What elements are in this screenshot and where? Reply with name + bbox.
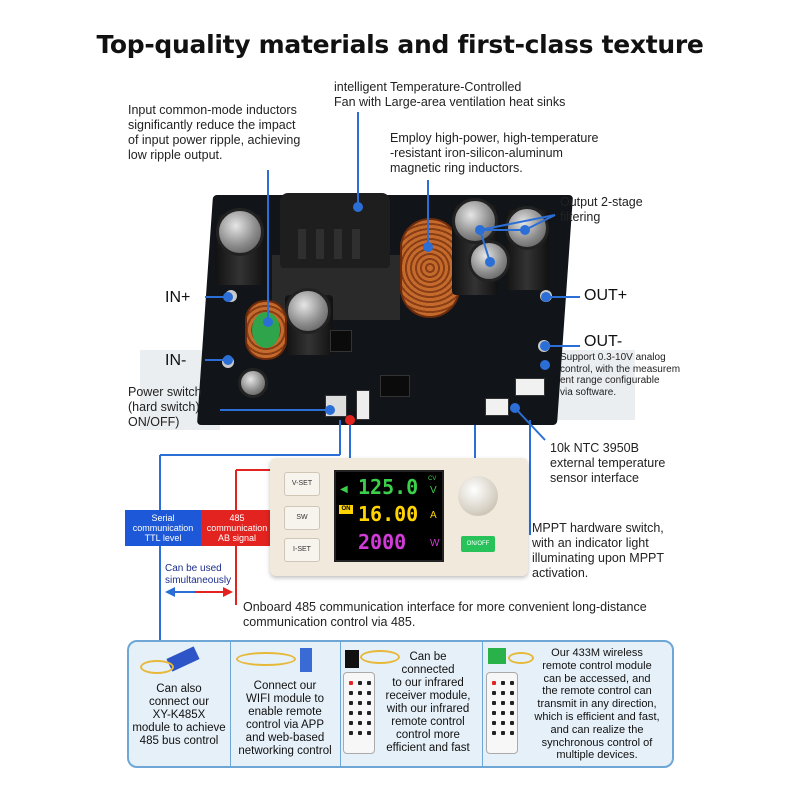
rs485-text: 485 communication AB signal [206,513,268,543]
mppt-annotation: MPPT hardware switch, with an indicator … [532,521,665,580]
wifi-wire-icon [236,652,296,666]
module-4-text: Our 433M wireless remote control module … [534,647,660,762]
out-minus-label: OUT- [584,333,623,350]
serial-ttl-text: Serial communication TTL level [132,513,194,543]
power-switch-annotation: Power switch (hard switch) ON/OFF) [128,385,202,429]
onoff-button[interactable]: ON/OFF [461,536,495,552]
panel-divider-3 [482,640,483,768]
ntc-connector [485,398,509,416]
module-2-text: Connect our WIFI module to enable remote… [238,680,332,757]
ring-inductor-annotation: Employ high-power, high-temperature -res… [390,131,599,175]
voltage-readout: 125.0 [358,475,419,499]
module-3-text: Can be connected to our infrared receive… [385,651,471,754]
rotary-encoder-knob[interactable] [458,476,498,516]
vset-button[interactable]: V-SET [284,472,320,496]
wireless-remote-icon [486,672,518,754]
input-capacitor-top-2 [285,288,331,334]
page-title: Top-quality materials and first-class te… [96,30,704,59]
simultaneous-label: Can be used simultaneously [165,563,232,586]
green-inductor-core [252,312,280,348]
ir-wire-icon [360,650,400,664]
analog-connector [515,378,545,396]
sw-button[interactable]: SW [284,506,320,530]
onboard-485-annotation: Onboard 485 communication interface for … [243,600,647,629]
power-readout: 2000 [358,530,407,554]
current-unit: A [430,510,437,521]
input-inductor-annotation: Input common-mode inductors significantl… [128,103,301,162]
ntc-annotation: 10k NTC 3950B external temperature senso… [550,441,666,485]
in-minus-label: IN- [165,352,187,369]
lcd-screen: ◀ ON 125.0 CV V 16.00 A 2000 W [334,470,444,562]
analog-annotation: Support 0.3-10V analog control, with the… [560,352,681,398]
ir-remote-icon [343,672,375,754]
module-wire-icon [140,660,174,674]
ring-inductor [400,218,460,318]
out-plus-label: OUT+ [584,287,628,304]
power-switch[interactable] [325,395,347,417]
speaker-icon: ◀ [340,484,348,495]
small-capacitor [238,368,268,398]
filtering-annotation: Output 2-stage filtering [560,195,643,224]
serial-header [356,390,370,420]
ic-chip [330,330,352,352]
output-capacitor-top-2 [505,206,549,250]
wireless-module-icon [488,648,506,664]
panel-divider-2 [340,640,341,768]
panel-divider-1 [230,640,231,768]
ic-chip-2 [380,375,410,397]
iset-button[interactable]: I-SET [284,538,320,562]
in-minus-terminal [222,356,234,368]
output-capacitor-top-1 [452,198,498,244]
input-capacitor-top [216,208,264,256]
on-badge: ON [339,505,353,514]
serial-ttl-box: Serial communication TTL level [125,510,201,546]
cv-tag: CV [428,476,437,482]
fan-annotation: intelligent Temperature-Controlled Fan w… [334,80,566,109]
wireless-wire-icon [508,652,534,664]
in-plus-terminal [225,290,237,302]
module-1-text: Can also connect our XY-K485X module to … [132,683,226,747]
out-minus-terminal [538,340,550,352]
current-readout: 16.00 [358,502,419,526]
display-module: V-SET SW I-SET ◀ ON 125.0 CV V 16.00 A 2… [270,458,528,576]
out-plus-terminal [540,290,552,302]
output-capacitor-top-3 [468,240,510,282]
in-plus-label: IN+ [165,289,191,306]
voltage-unit: V [430,485,437,496]
cooling-fan [280,193,390,268]
rs485-box: 485 communication AB signal [201,510,273,546]
power-unit: W [430,538,440,549]
wifi-module-icon [300,648,312,672]
ir-receiver-icon [345,650,359,668]
expansion-modules-panel [127,640,674,768]
